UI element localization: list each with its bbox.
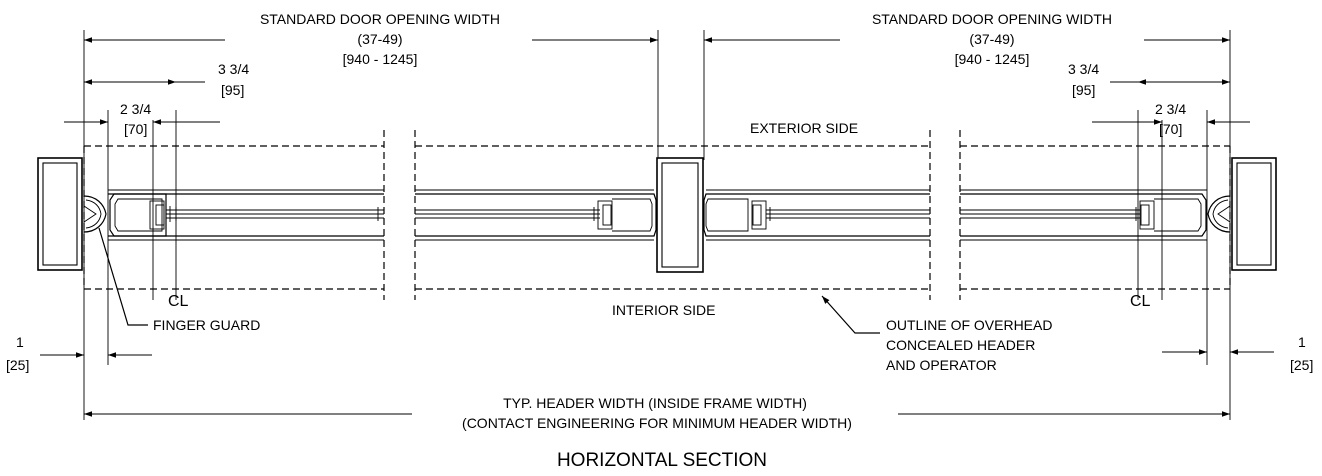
opening-width-left-label: STANDARD DOOR OPENING WIDTH xyxy=(260,11,500,27)
door-leaf-right xyxy=(960,189,1207,241)
opening-width-left-metric: [940 - 1245] xyxy=(343,51,418,67)
outline-note-line-2: CONCEALED HEADER xyxy=(886,337,1035,353)
header-width-line-2: (CONTACT ENGINEERING FOR MINIMUM HEADER … xyxy=(462,415,852,431)
door-leaf-left xyxy=(108,189,384,241)
dim-2-3-4-right-metric: [70] xyxy=(1159,121,1182,137)
header-width-line-1: TYP. HEADER WIDTH (INSIDE FRAME WIDTH) xyxy=(503,395,807,411)
dim-2-3-4-left-value: 2 3/4 xyxy=(120,101,151,117)
dimension-3-3-4-left: 3 3/4 [95] xyxy=(84,61,249,98)
dim-3-3-4-right-value: 3 3/4 xyxy=(1068,61,1099,77)
centerline-label-right: CL xyxy=(1130,293,1151,310)
dimension-header-width: TYP. HEADER WIDTH (INSIDE FRAME WIDTH) (… xyxy=(84,394,1230,434)
finger-guard-callout: FINGER GUARD xyxy=(98,227,260,333)
dim-1-left-metric: [25] xyxy=(6,357,29,373)
dimension-opening-width-left: STANDARD DOOR OPENING WIDTH (37-49) [940… xyxy=(84,11,658,67)
centerline-symbol-left: CL xyxy=(168,293,189,310)
dimension-2-3-4-left: 2 3/4 [70] xyxy=(64,101,220,137)
dim-3-3-4-left-metric: [95] xyxy=(221,82,244,98)
drawing-title: HORIZONTAL SECTION xyxy=(557,450,767,471)
dimension-1-left: 1 [25] xyxy=(6,334,152,373)
door-leaf-left-lock-stile xyxy=(415,189,657,241)
dim-2-3-4-right-value: 2 3/4 xyxy=(1155,101,1186,117)
opening-width-right-metric: [940 - 1245] xyxy=(955,51,1030,67)
outline-note-line-1: OUTLINE OF OVERHEAD xyxy=(886,317,1052,333)
dimension-1-right: 1 [25] xyxy=(1162,334,1313,373)
extension-lines xyxy=(83,30,1231,420)
dim-1-left-value: 1 xyxy=(16,334,24,350)
finger-guard-label: FINGER GUARD xyxy=(153,317,260,333)
dim-2-3-4-left-metric: [70] xyxy=(124,121,147,137)
left-frame-jamb xyxy=(37,157,83,271)
exterior-side-label: EXTERIOR SIDE xyxy=(750,120,858,136)
dimension-2-3-4-right: 2 3/4 [70] xyxy=(1092,101,1250,137)
opening-width-right-label: STANDARD DOOR OPENING WIDTH xyxy=(872,11,1112,27)
dim-1-right-metric: [25] xyxy=(1290,357,1313,373)
finger-guard-left xyxy=(83,195,107,233)
outline-note-callout: OUTLINE OF OVERHEAD CONCEALED HEADER AND… xyxy=(821,295,1052,373)
dimension-3-3-4-right: 3 3/4 [95] xyxy=(1068,61,1230,98)
door-leaf-right-lock-stile xyxy=(703,189,930,241)
center-mullion xyxy=(656,157,704,273)
dim-3-3-4-right-metric: [95] xyxy=(1072,82,1095,98)
dimension-opening-width-right: STANDARD DOOR OPENING WIDTH (37-49) [940… xyxy=(704,11,1230,67)
dim-3-3-4-left-value: 3 3/4 xyxy=(218,61,249,77)
opening-width-left-range: (37-49) xyxy=(357,31,402,47)
outline-note-line-3: AND OPERATOR xyxy=(886,357,997,373)
centerline-label-left: CL xyxy=(168,293,189,310)
opening-width-right-range: (37-49) xyxy=(969,31,1014,47)
dim-1-right-value: 1 xyxy=(1298,334,1306,350)
finger-guard-right xyxy=(1207,195,1231,233)
centerline-symbol-right: CL xyxy=(1130,293,1151,310)
interior-side-label: INTERIOR SIDE xyxy=(612,302,715,318)
right-frame-jamb xyxy=(1231,157,1277,271)
